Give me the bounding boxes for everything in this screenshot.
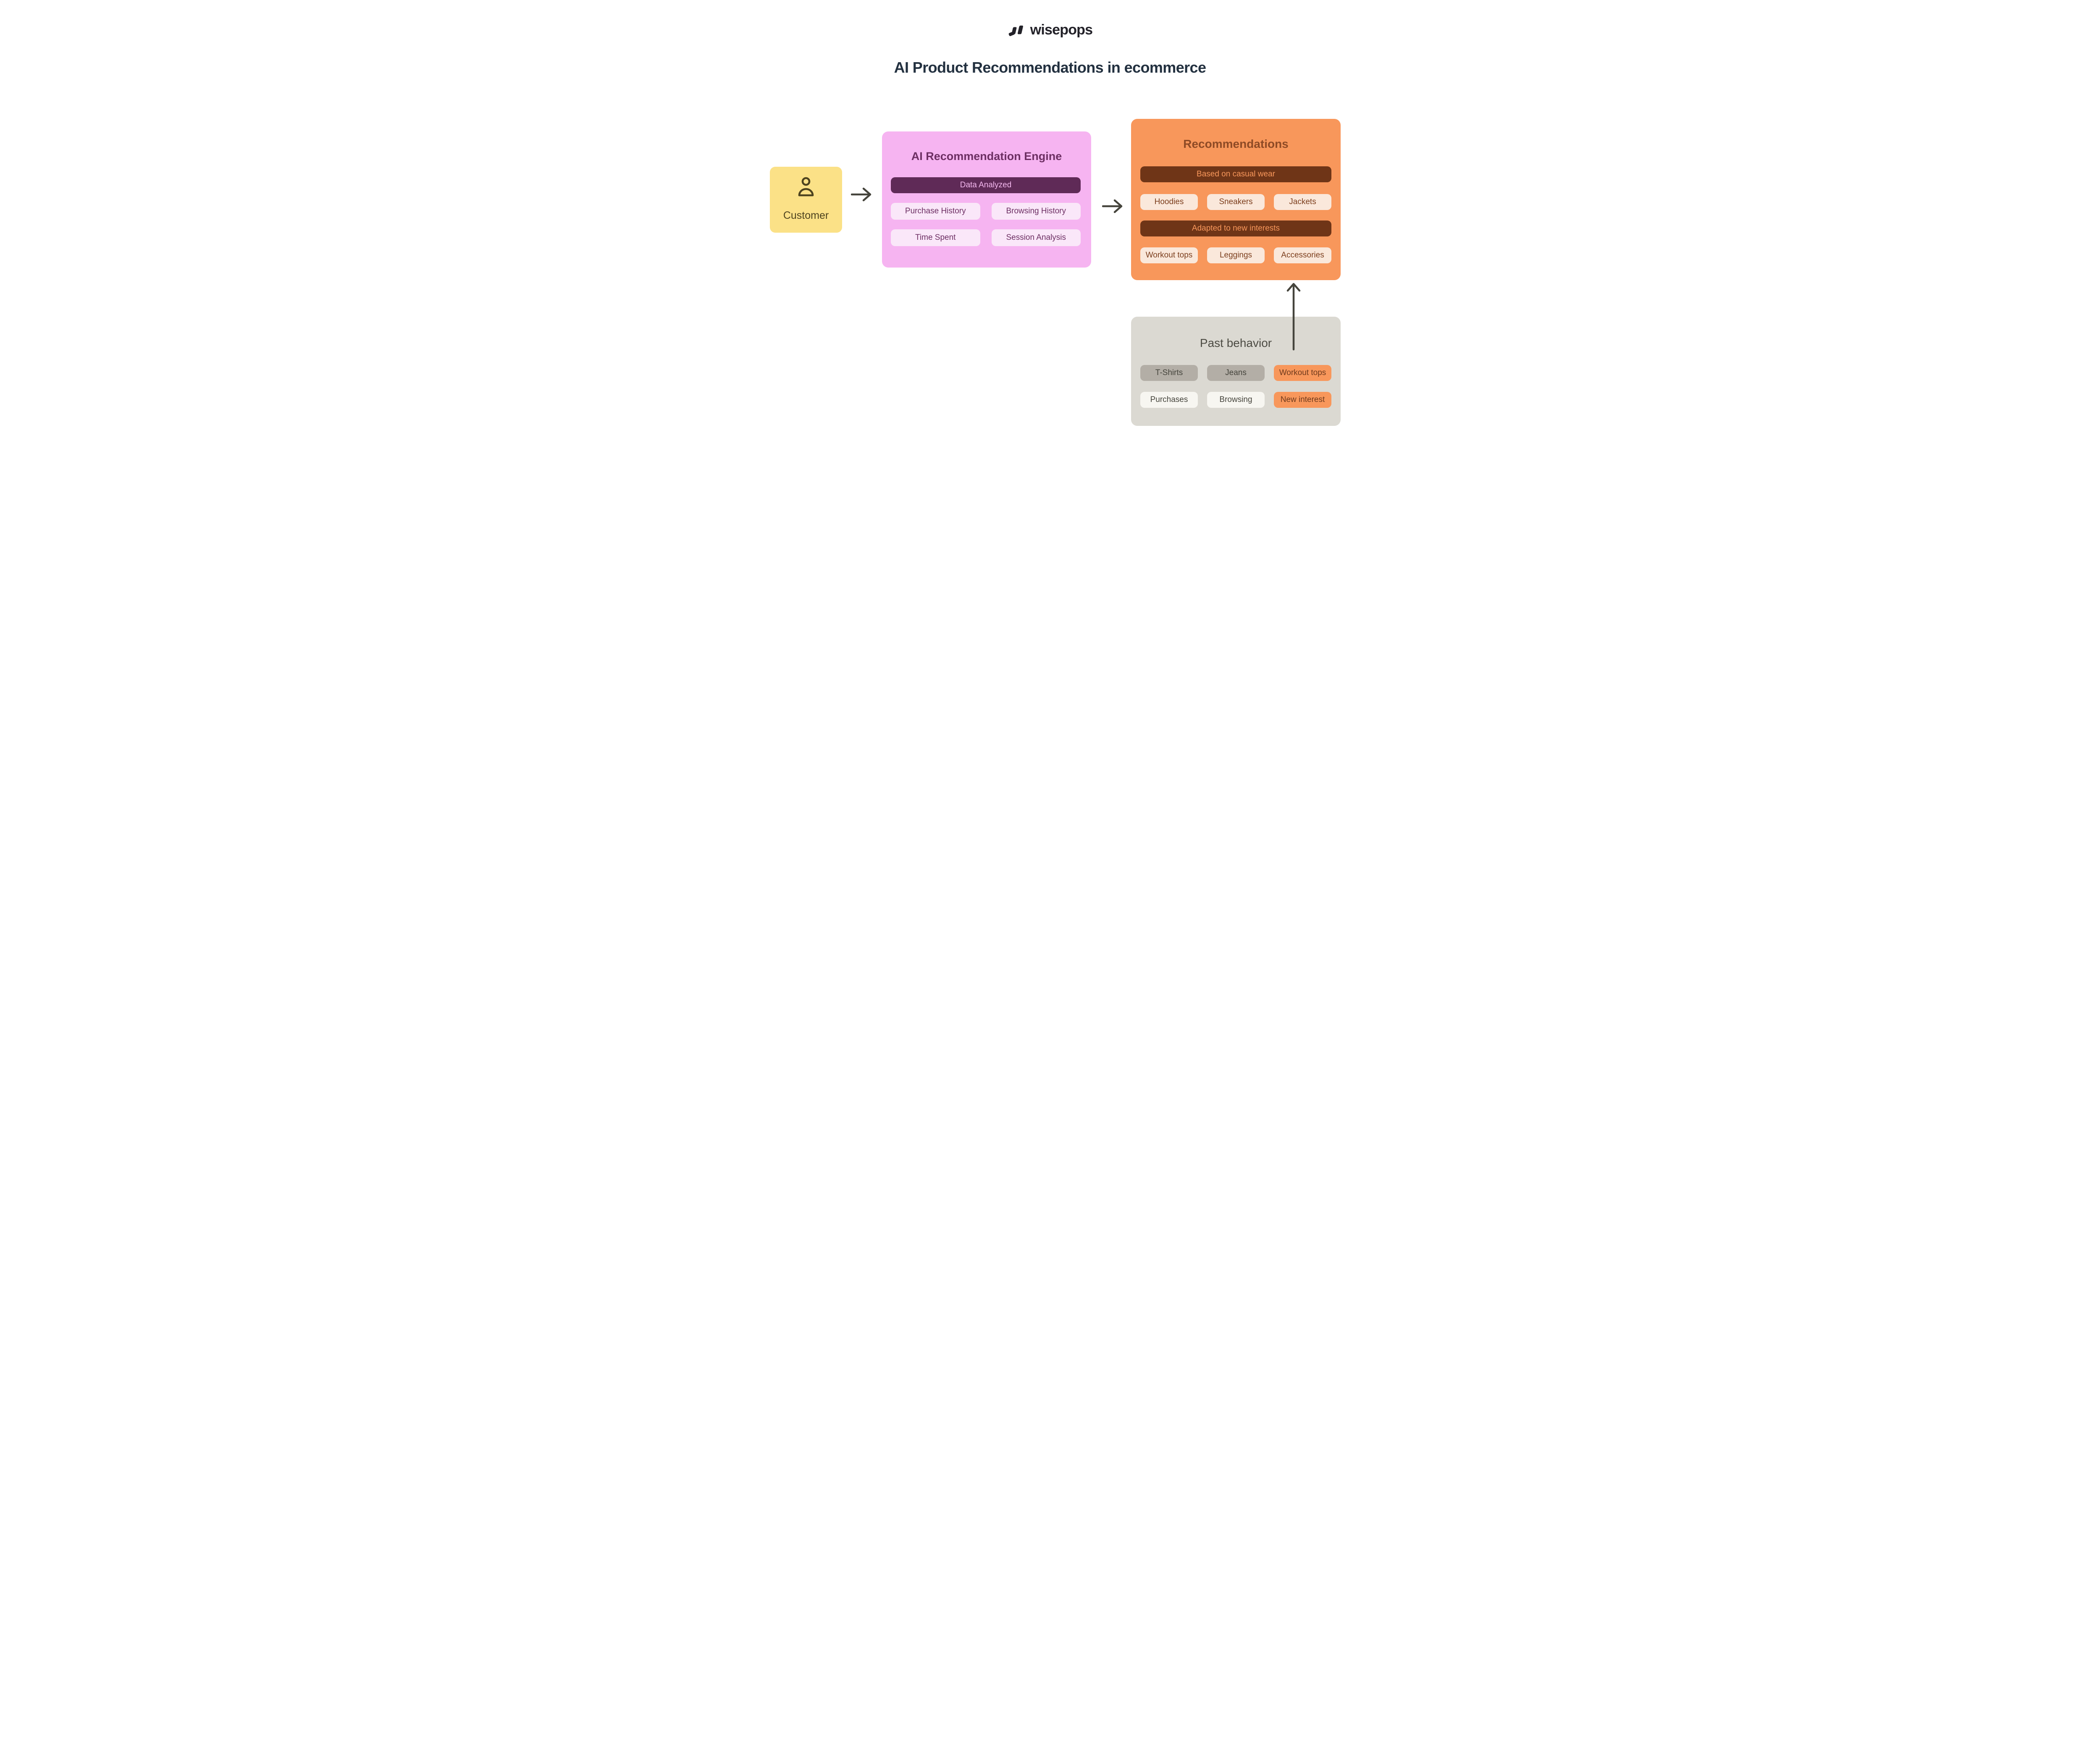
behavior-pill: T-Shirts — [1140, 365, 1198, 381]
recommendation-pill: Leggings — [1207, 247, 1265, 263]
ai-recommendation-engine-box: AI Recommendation Engine Data Analyzed P… — [882, 131, 1091, 268]
diagram-canvas: wisepops AI Product Recommendations in e… — [735, 0, 1365, 441]
recommendations-title: Recommendations — [1183, 137, 1289, 150]
factor-pill: Browsing History — [991, 203, 1081, 220]
recommendations-box: Recommendations Based on casual wear Hoo… — [1131, 119, 1341, 280]
factor-pill: Purchase History — [891, 203, 980, 220]
wisepops-logo: wisepops — [735, 22, 1365, 38]
past-behavior-row: Purchases Browsing New interest — [1140, 392, 1331, 408]
data-analyzed-pill: Data Analyzed — [891, 177, 1081, 193]
past-behavior-row: T-Shirts Jeans Workout tops — [1140, 365, 1331, 381]
recommendation-pill: Accessories — [1274, 247, 1331, 263]
factor-pill: Session Analysis — [991, 229, 1081, 246]
past-behavior-title: Past behavior — [1200, 336, 1272, 349]
customer-label: Customer — [783, 210, 829, 221]
arrow-right-icon — [851, 187, 872, 202]
arrow-right-icon — [1102, 199, 1123, 213]
recommendation-pill: Workout tops — [1140, 247, 1198, 263]
recommendation-pill: Sneakers — [1207, 194, 1265, 210]
customer-box: Customer — [770, 167, 842, 233]
past-behavior-box: Past behavior T-Shirts Jeans Workout top… — [1131, 317, 1341, 426]
wisepops-brand-text: wisepops — [1030, 22, 1093, 38]
factor-pill: Time Spent — [891, 229, 980, 246]
behavior-pill: Browsing — [1207, 392, 1265, 408]
recommendation-row: Workout tops Leggings Accessories — [1140, 247, 1331, 263]
group-header-pill: Based on casual wear — [1140, 166, 1331, 182]
arrow-up-icon — [1286, 283, 1301, 351]
wisepops-mark-icon — [1008, 25, 1023, 36]
behavior-pill: Purchases — [1140, 392, 1198, 408]
behavior-pill: New interest — [1274, 392, 1331, 408]
page-title: AI Product Recommendations in ecommerce — [894, 59, 1206, 76]
behavior-pill: Workout tops — [1274, 365, 1331, 381]
person-icon — [798, 177, 814, 197]
engine-title: AI Recommendation Engine — [911, 150, 1062, 163]
recommendation-pill: Jackets — [1274, 194, 1331, 210]
engine-factors-grid: Purchase History Browsing History Time S… — [891, 203, 1081, 246]
behavior-pill: Jeans — [1207, 365, 1265, 381]
recommendation-pill: Hoodies — [1140, 194, 1198, 210]
recommendation-row: Hoodies Sneakers Jackets — [1140, 194, 1331, 210]
group-header-pill: Adapted to new interests — [1140, 220, 1331, 236]
